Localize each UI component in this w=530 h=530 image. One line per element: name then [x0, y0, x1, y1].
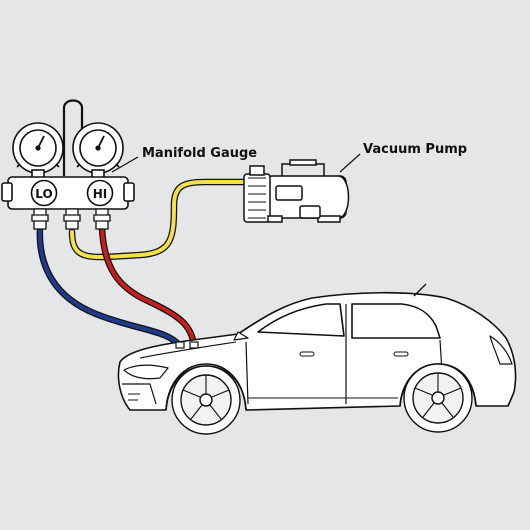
lo-valve [30, 179, 58, 207]
hoses [36, 178, 250, 350]
hi-label: HI [93, 187, 108, 201]
hose-connectors [175, 341, 199, 349]
car-rear-window [351, 303, 441, 339]
pump-head [243, 173, 271, 223]
vacuum-pump [243, 159, 350, 223]
blue-hose [37, 226, 182, 348]
manifold-hook [62, 99, 84, 176]
manifold-gauge-label: Manifold Gauge [142, 146, 258, 161]
red-hose [100, 226, 196, 348]
blue-hose-outline [36, 224, 184, 350]
car-headlight [123, 364, 169, 380]
pump-handle [281, 163, 325, 176]
car-front-wheel [171, 365, 241, 435]
manifold-gauge [1, 99, 135, 230]
pump-leader-line [339, 153, 361, 173]
car-antenna [413, 283, 427, 297]
car-front-window [257, 303, 345, 337]
manifold-fittings [31, 208, 111, 230]
yellow-hose [70, 180, 248, 260]
manifold-leader-line [111, 156, 139, 173]
vacuum-pump-label: Vacuum Pump [363, 142, 468, 157]
hi-valve [86, 179, 114, 207]
lo-label: LO [35, 187, 52, 201]
car-rear-wheel [403, 363, 473, 433]
